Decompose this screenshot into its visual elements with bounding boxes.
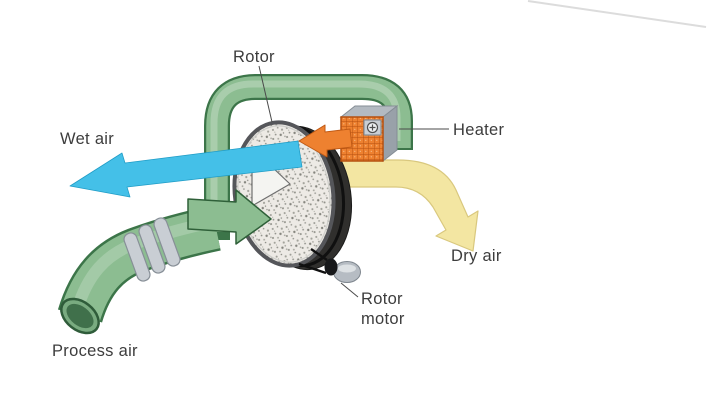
- motor-highlight: [338, 264, 356, 273]
- rotor-label: Rotor: [233, 48, 275, 66]
- motor-pulley: [324, 258, 338, 276]
- dry-air-label: Dry air: [451, 247, 502, 265]
- dry-air-arrow: [309, 159, 479, 252]
- reactivation-pipe-highlight: [210, 80, 401, 225]
- duct-opening-inner: [66, 303, 94, 329]
- reactivation-pipe: [206, 76, 411, 232]
- reactivation-air-arrow: [298, 124, 353, 158]
- ductwork: [57, 74, 413, 335]
- rotor-motor-label-line2: motor: [361, 310, 405, 328]
- rotor-leader-line: [258, 65, 273, 123]
- rotor-motor-leader-line: [340, 282, 359, 298]
- rotor-motor-label-line1: Rotor: [361, 290, 403, 308]
- wet-air-label: Wet air: [60, 130, 114, 148]
- rotor-motor: [298, 248, 361, 283]
- elbow-segment: [123, 232, 151, 282]
- elbow-segment: [153, 217, 181, 267]
- page-corner-line: [527, 0, 707, 28]
- belt-run: [298, 248, 328, 275]
- wet-air-arrow: [69, 140, 303, 198]
- process-air-label: Process air: [52, 342, 138, 360]
- heater-plus-cross: [369, 124, 376, 131]
- duct-elbow-collar: [123, 217, 181, 282]
- elbow-segment: [138, 224, 166, 274]
- heater-label: Heater: [453, 121, 505, 139]
- process-air-arrow: [187, 189, 272, 245]
